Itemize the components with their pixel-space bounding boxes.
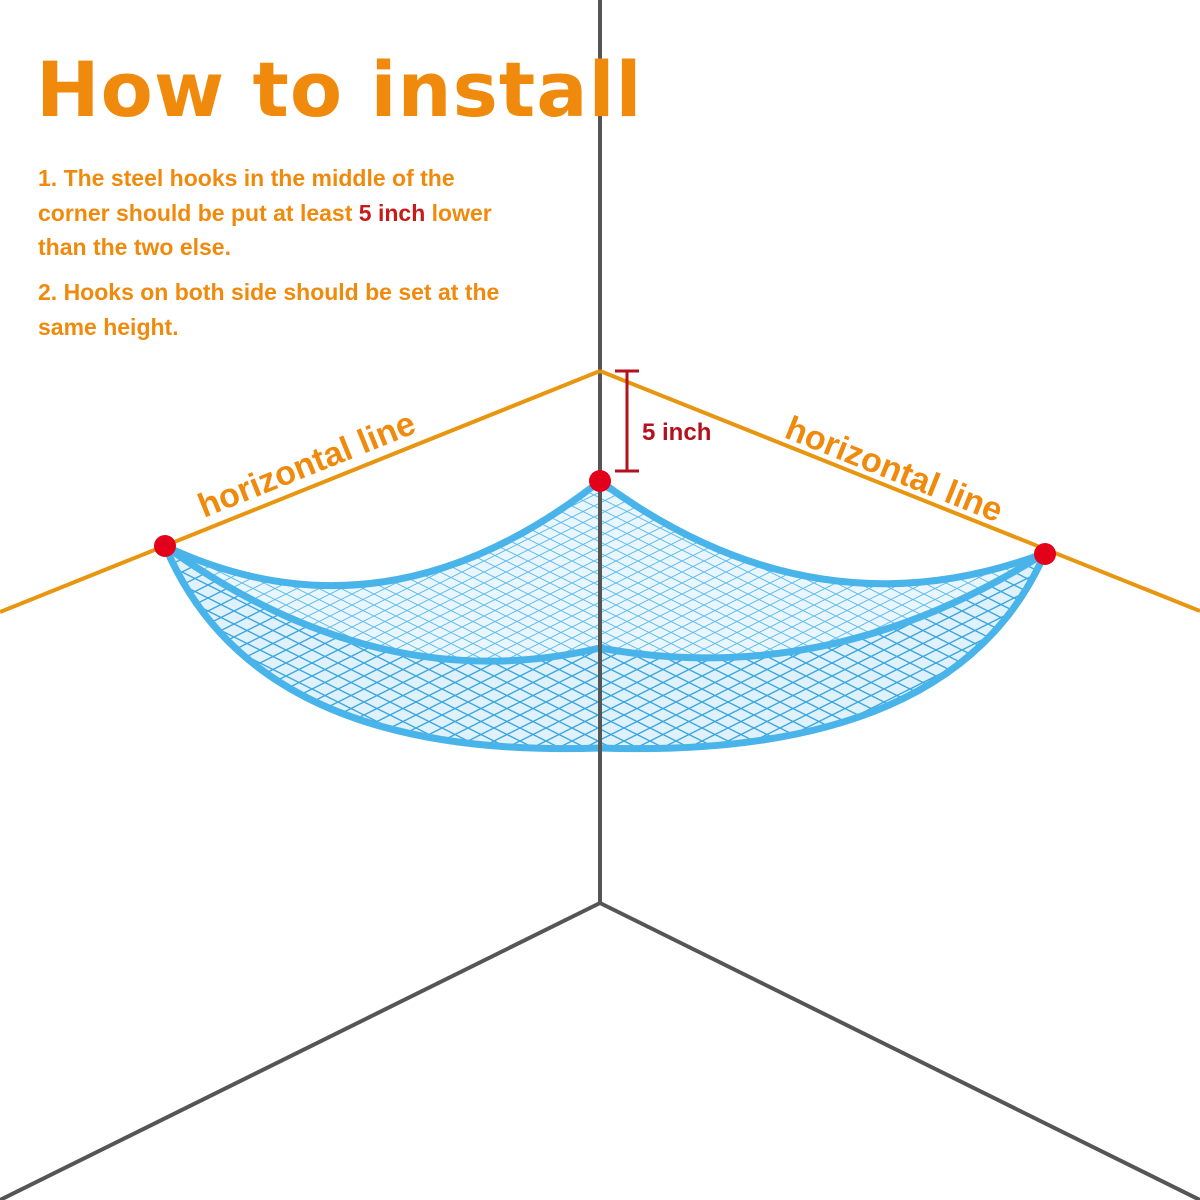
horizontal-line-label-right: horizontal line bbox=[780, 409, 1008, 530]
step-1-line-1: 1. The steel hooks in the middle of the bbox=[38, 165, 455, 191]
step-1-line-3: than the two else. bbox=[38, 234, 231, 260]
right-hook-dot bbox=[1034, 543, 1056, 565]
middle-hook-dot bbox=[589, 470, 611, 492]
left-hook-dot bbox=[154, 535, 176, 557]
horizontal-line-right bbox=[599, 369, 1200, 613]
instruction-step-2: 2. Hooks on both side should be set at t… bbox=[38, 275, 499, 344]
horizontal-line-label-left: horizontal line bbox=[193, 404, 421, 525]
horizontal-line-left bbox=[0, 369, 601, 614]
page-title: How to install bbox=[36, 45, 643, 134]
instruction-step-1: 1. The steel hooks in the middle of the … bbox=[38, 161, 492, 265]
hooks bbox=[154, 470, 1056, 565]
step-1-line-2-start: corner should be put at least bbox=[38, 199, 359, 226]
floor-edge-left bbox=[0, 901, 601, 1200]
step-2-line-2: same height. bbox=[38, 313, 179, 340]
horizontal-reference-lines bbox=[0, 369, 1200, 614]
floor-edge-right bbox=[599, 901, 1200, 1200]
corner-net bbox=[161, 476, 1049, 753]
dimension-label: 5 inch bbox=[642, 419, 711, 446]
step-2-line-1: 2. Hooks on both side should be set at t… bbox=[38, 279, 500, 305]
step-1-line-2-end: lower bbox=[425, 199, 492, 226]
step-1-line-2: corner should be put at least 5 inch low… bbox=[38, 196, 492, 231]
step-1-highlight: 5 inch bbox=[358, 199, 426, 226]
dimension-marker: 5 inch bbox=[615, 369, 711, 473]
